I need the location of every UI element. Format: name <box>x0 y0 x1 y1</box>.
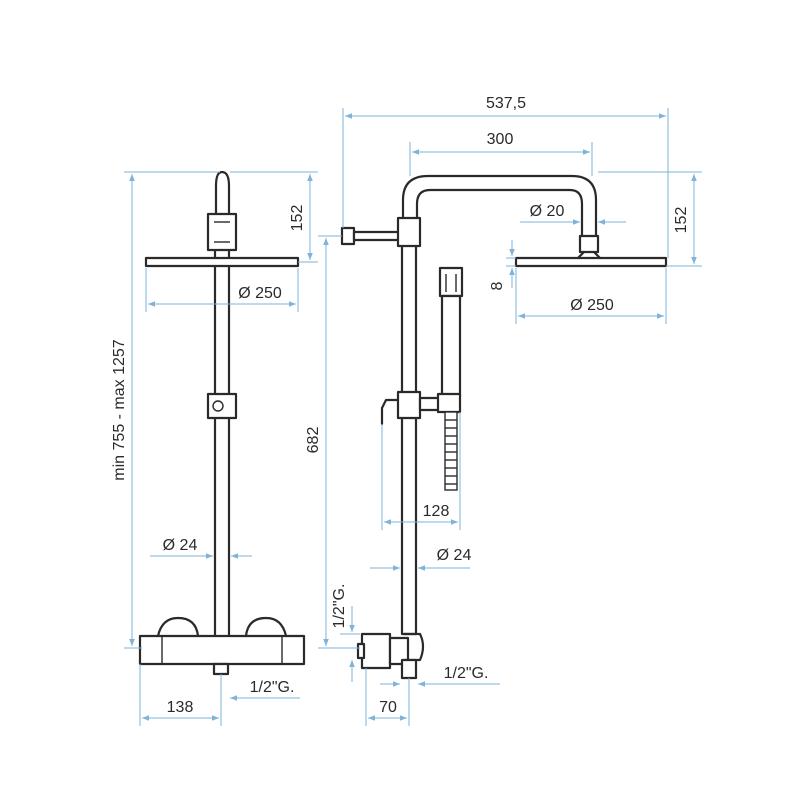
left-pipe-diameter-label: Ø 24 <box>163 537 198 554</box>
right-hand-shower-handle <box>440 294 462 398</box>
left-shower-head <box>144 256 300 268</box>
right-view-shower-column <box>340 174 668 680</box>
left-overall-height-label: min 755 - max 1257 <box>111 339 128 481</box>
right-arm-width-label: 300 <box>487 131 514 148</box>
left-mixer-body <box>138 634 306 666</box>
right-mixer-body <box>388 636 410 666</box>
right-hand-shower-offset-label: 128 <box>423 503 450 520</box>
left-view-shower-column <box>138 170 306 676</box>
right-overall-width-label: 537,5 <box>486 95 526 112</box>
right-hand-shower-head <box>438 266 464 298</box>
right-wall-bracket <box>340 226 356 246</box>
right-shower-head <box>514 256 668 268</box>
right-head-diameter-label: Ø 250 <box>570 297 614 314</box>
left-thread-label: 1/2"G. <box>250 679 295 696</box>
left-mixer-knob-left <box>156 616 200 638</box>
left-mixer-knob-right <box>244 616 288 638</box>
right-top-connector <box>396 216 422 248</box>
left-view-dimensions: min 755 - max 1257 152 Ø 250 Ø 24 138 1/… <box>111 171 318 726</box>
left-top-arm <box>214 170 231 224</box>
right-arm-diameter-label: Ø 20 <box>530 203 565 220</box>
right-mixer-cap <box>402 632 425 662</box>
right-head-thickness-label: 8 <box>489 281 506 290</box>
right-hand-shower-holder <box>436 392 462 414</box>
right-view-dimensions: 537,5 300 Ø 20 152 8 Ø 250 682 <box>305 95 702 726</box>
right-thread-right-label: 1/2"G. <box>444 665 489 682</box>
right-overhead-arm-inner <box>415 188 584 238</box>
right-mixer-inlet <box>360 632 392 670</box>
right-head-nut <box>578 234 600 254</box>
right-thread-left-label: 1/2"G. <box>331 584 348 629</box>
left-head-diameter-label: Ø 250 <box>238 285 282 302</box>
left-head-drop-label: 152 <box>289 205 306 232</box>
right-bracket-rod <box>352 230 402 242</box>
right-hose <box>444 411 458 491</box>
right-pipe-diameter-label: Ø 24 <box>437 547 472 564</box>
right-inlet-offset-label: 70 <box>379 699 397 716</box>
right-column-height-label: 682 <box>305 427 322 454</box>
right-riser-pipe <box>400 220 418 636</box>
right-slider-knob <box>380 398 400 426</box>
left-riser-pipe <box>213 218 231 642</box>
left-arm-connector <box>206 212 238 252</box>
right-slider <box>396 390 422 420</box>
left-valve-offset-label: 138 <box>167 699 194 716</box>
left-outlet-nipple <box>212 662 230 676</box>
right-outlet-nipple <box>400 658 418 680</box>
right-head-drop-label: 152 <box>673 207 690 234</box>
right-overhead-arm-outer <box>401 174 598 238</box>
